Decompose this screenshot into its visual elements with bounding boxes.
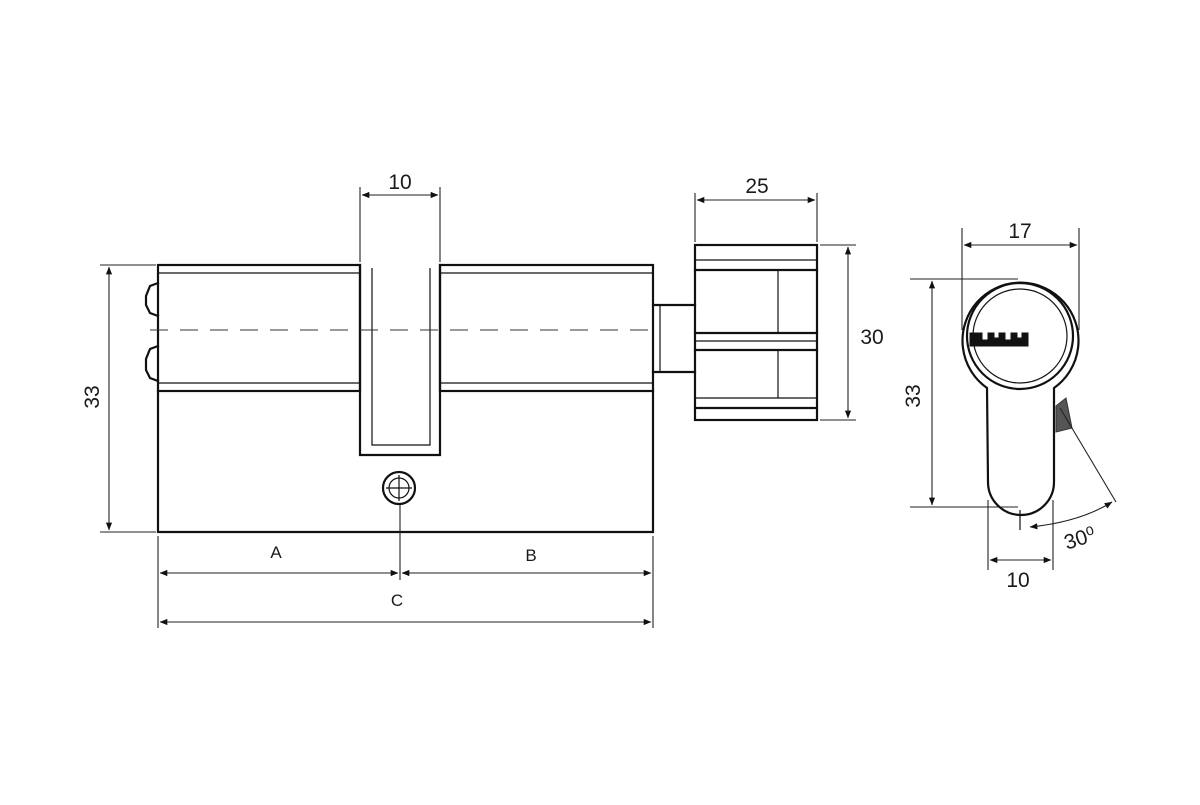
dim-length: A B C: [157, 505, 654, 628]
dim-cam-width-label: 10: [388, 171, 411, 194]
dim-cam-angle: 30⁰: [1029, 407, 1117, 555]
dim-knob-height: 30: [820, 244, 884, 421]
plug-right: [438, 263, 655, 393]
lock-body: [156, 389, 655, 534]
dim-knob-width: 25: [694, 175, 818, 242]
plug-face: [965, 281, 1075, 391]
side-view: 10 25 30 33: [81, 171, 884, 628]
dim-total-length-label: C: [391, 591, 403, 610]
dim-cam-angle-label: 30⁰: [1061, 523, 1098, 555]
dim-body-height: 33: [81, 264, 156, 533]
cam: [358, 263, 442, 457]
keyway-icon: [969, 332, 1029, 347]
dim-end-base-width-label: 10: [1006, 569, 1029, 592]
end-view: 17 33 10 30⁰: [902, 220, 1117, 592]
cylinder-profile: [961, 281, 1080, 517]
dim-cam-width: 10: [359, 171, 441, 262]
dim-end-width: 17: [961, 220, 1080, 330]
dim-end-height: 33: [902, 278, 1018, 508]
dim-knob-height-label: 30: [860, 326, 883, 349]
knob-shaft: [651, 303, 697, 374]
thumb-turn-knob: [693, 243, 819, 422]
plug-left: [156, 263, 362, 393]
mounting-screw-hole: [381, 470, 417, 506]
dim-segment-b-label: B: [525, 546, 536, 565]
end-cap: [144, 281, 160, 318]
dim-knob-width-label: 25: [745, 175, 768, 198]
dim-end-width-label: 17: [1008, 220, 1031, 243]
dim-body-height-label: 33: [81, 385, 104, 408]
dim-end-height-label: 33: [902, 384, 925, 407]
dim-segment-a-label: A: [270, 543, 282, 562]
